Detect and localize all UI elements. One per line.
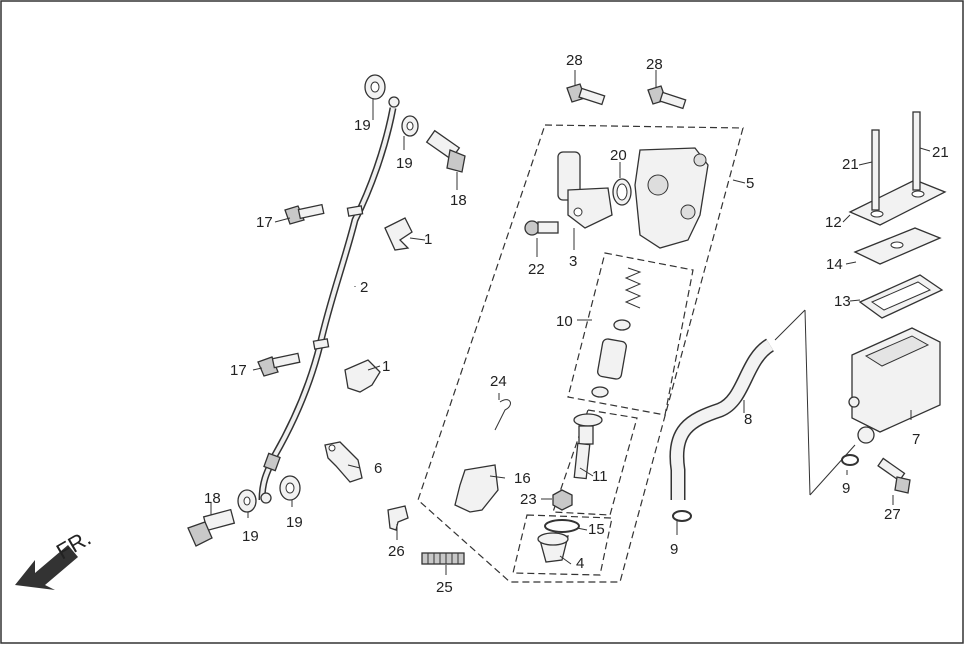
front-arrow-icon: [15, 545, 78, 590]
bleeder-bolt: [524, 220, 559, 236]
reservoir-cap: [848, 179, 947, 226]
callout-label: 28: [566, 52, 583, 69]
callout-label: 2: [360, 279, 368, 296]
callout-label: 6: [374, 460, 382, 477]
callout-label: 10: [556, 313, 573, 330]
piston-cup: [591, 386, 609, 398]
callout-label: 27: [884, 506, 901, 523]
callout-label: 20: [610, 147, 627, 164]
callout-label: 12: [825, 214, 842, 231]
hose-ring: [312, 338, 330, 350]
callout-label: 19: [242, 528, 259, 545]
callout-label: 24: [490, 373, 507, 390]
hose-clip: [841, 454, 859, 466]
nut: [552, 489, 573, 511]
callout-label: 28: [646, 56, 663, 73]
cap-screw: [912, 111, 921, 191]
assembly-4-outline: [512, 514, 613, 576]
callout-label: 15: [588, 521, 605, 538]
clevis: [454, 464, 499, 513]
hose-clamp: [384, 217, 413, 251]
master-cylinder: [634, 147, 709, 249]
hose-end-fitting: [263, 452, 281, 472]
inlet-joint: [557, 151, 613, 229]
reservoir-body: [848, 327, 941, 444]
callout-label: 18: [450, 192, 467, 209]
bolt: [647, 85, 687, 110]
callout-label: 7: [912, 431, 920, 448]
callout-label: 11: [592, 468, 608, 485]
callout-label: 9: [670, 541, 678, 558]
callout-label: 21: [932, 144, 949, 161]
callout-label: 9: [842, 480, 850, 497]
pin: [387, 505, 409, 531]
piston: [597, 338, 627, 380]
hose-top-banjo: [388, 96, 400, 108]
bracket: [324, 441, 363, 483]
banjo-bolt: [425, 129, 466, 173]
callout-label: 3: [569, 253, 577, 270]
callout-label: 23: [520, 491, 537, 508]
bolt: [284, 203, 325, 225]
callout-label: 14: [826, 256, 843, 273]
callout-label: 5: [746, 175, 754, 192]
assembly-11-outline: [552, 409, 638, 516]
spring: [624, 267, 642, 309]
callout-label: 26: [388, 543, 405, 560]
callout-label: 19: [286, 514, 303, 531]
assembly-10-outline: [567, 252, 694, 416]
leader-lines: [210, 70, 931, 575]
cap-screw: [871, 129, 880, 211]
callout-label: 8: [744, 411, 752, 428]
callout-label: 17: [256, 214, 273, 231]
circlip: [544, 519, 580, 533]
return-spring: [421, 552, 465, 565]
callout-label: 21: [842, 156, 859, 173]
callout-label: 19: [396, 155, 413, 172]
bolt: [566, 83, 606, 106]
hose-bottom-banjo: [260, 492, 272, 504]
hose-clamp: [344, 359, 381, 393]
callout-label: 16: [514, 470, 531, 487]
bolt: [257, 352, 301, 377]
banjo-bolt: [187, 508, 236, 547]
hose-clip: [672, 510, 692, 522]
callout-label: 19: [354, 117, 371, 134]
callout-label: 13: [834, 293, 851, 310]
callout-label: 1: [424, 231, 432, 248]
push-rod: [573, 413, 603, 480]
callout-label: 25: [436, 579, 453, 596]
callout-label: 1: [382, 358, 390, 375]
callout-label: 4: [576, 555, 584, 572]
callout-label: 22: [528, 261, 545, 278]
callout-label: 17: [230, 362, 247, 379]
callout-label: 18: [204, 490, 221, 507]
bolt: [877, 457, 911, 494]
piston-cup: [613, 319, 631, 331]
reservoir-hose-inner: [670, 339, 774, 500]
cotter-pin: [494, 399, 511, 431]
assembly-5-outline: [417, 124, 744, 583]
hose-ring: [346, 205, 364, 217]
